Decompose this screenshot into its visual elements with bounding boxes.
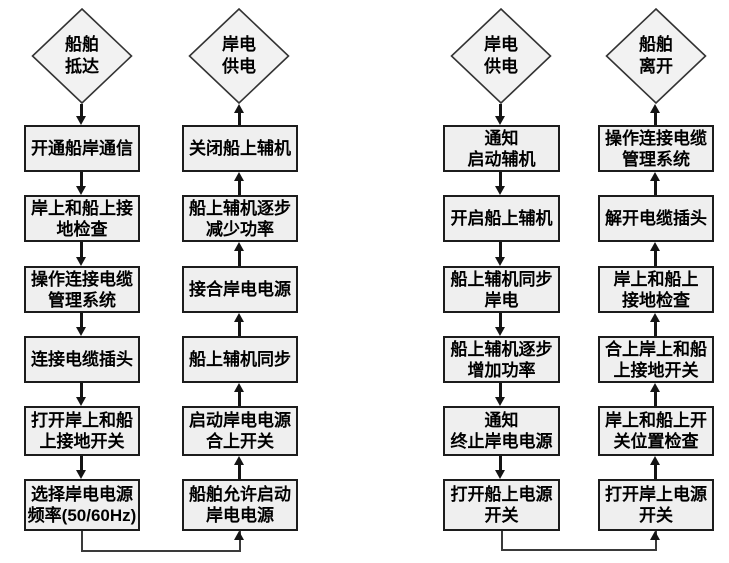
arrow-up (234, 242, 245, 266)
flow-step-box: 解开电缆插头 (598, 195, 714, 242)
flow-step-label: 岸上和船上 接地检查 (613, 269, 699, 310)
arrow-up (234, 456, 245, 479)
flow-step-box: 船上辅机逐步 增加功率 (443, 336, 560, 383)
flow-step-box: 岸上和船上 接地检查 (598, 266, 714, 313)
flow2-end-terminator: 船舶 离开 (605, 8, 707, 104)
arrow-down (76, 242, 87, 266)
arrow-down (76, 313, 87, 336)
elbow-connector (81, 531, 241, 552)
flow1-end-label: 岸电 供电 (222, 35, 256, 76)
flow1-start-terminator: 船舶 抵达 (31, 8, 133, 104)
arrow-up (650, 383, 661, 406)
flow-step-box: 操作连接电缆 管理系统 (24, 266, 140, 313)
flow-step-label: 打开岸上和船 上接地开关 (31, 411, 133, 451)
elbow-connector-arrowhead (650, 531, 660, 540)
flow-step-box: 开通船岸通信 (24, 125, 140, 172)
arrow-up (234, 383, 245, 406)
flow-step-label: 通知 终止岸电电源 (450, 411, 553, 451)
diamond-shape (605, 8, 707, 104)
flow-step-label: 选择岸电电源 频率(50/60Hz) (27, 485, 137, 525)
diamond-shape (31, 8, 133, 104)
flow-step-box: 通知 终止岸电电源 (443, 406, 560, 456)
flow-step-box: 船舶允许启动 岸电电源 (182, 479, 298, 531)
flow1-end-terminator: 岸电 供电 (188, 8, 290, 104)
arrow-down (495, 456, 506, 479)
flow-step-box: 船上辅机同步 岸电 (443, 266, 560, 313)
flow-step-label: 开启船上辅机 (450, 209, 553, 228)
flow-step-box: 打开岸上和船 上接地开关 (24, 406, 140, 456)
arrow-up (234, 104, 245, 125)
elbow-connector (501, 531, 657, 551)
arrow-down (495, 313, 506, 336)
flow-step-box: 操作连接电缆 管理系统 (598, 125, 714, 172)
elbow-connector-arrowhead (234, 531, 244, 540)
flow-step-box: 开启船上辅机 (443, 195, 560, 242)
diamond-shape (450, 8, 552, 104)
arrow-up (234, 172, 245, 195)
flow-step-box: 接合岸电电源 (182, 266, 298, 313)
flow-step-box: 连接电缆插头 (24, 336, 140, 383)
flow-step-label: 打开船上电源 开关 (450, 485, 553, 525)
arrow-up (650, 172, 661, 195)
flow-step-box: 关闭船上辅机 (182, 125, 298, 172)
arrow-down (495, 172, 506, 195)
flow-step-box: 启动岸电电源 合上开关 (182, 406, 298, 456)
arrow-down (76, 172, 87, 195)
arrow-down (76, 104, 87, 125)
arrow-up (650, 456, 661, 479)
flow1-start-label: 船舶 抵达 (65, 35, 99, 76)
arrow-down (495, 242, 506, 266)
flow-step-label: 船上辅机逐步 增加功率 (450, 339, 553, 380)
flow-step-box: 岸上和船上开 关位置检查 (598, 406, 714, 456)
flow-step-label: 启动岸电电源 合上开关 (189, 411, 291, 451)
flow-step-box: 合上岸上和船 上接地开关 (598, 336, 714, 383)
flow-step-label: 船上辅机同步 (189, 350, 291, 369)
flow-step-label: 打开岸上电源 开关 (605, 485, 707, 525)
arrow-up (234, 313, 245, 336)
flow-step-box: 船上辅机逐步 减少功率 (182, 195, 298, 242)
flow-step-label: 解开电缆插头 (605, 209, 707, 228)
flow2-start-label: 岸电 供电 (484, 35, 518, 76)
flow-step-label: 合上岸上和船 上接地开关 (605, 339, 707, 380)
flow-step-label: 操作连接电缆 管理系统 (31, 269, 133, 310)
diamond-shape (188, 8, 290, 104)
flow-step-label: 船舶允许启动 岸电电源 (189, 485, 291, 525)
flow-step-label: 岸上和船上接 地检查 (31, 198, 133, 239)
arrow-down (495, 383, 506, 406)
flow2-start-terminator: 岸电 供电 (450, 8, 552, 104)
flow-step-box: 船上辅机同步 (182, 336, 298, 383)
flow-step-box: 打开船上电源 开关 (443, 479, 560, 531)
arrow-down (76, 383, 87, 406)
flow-step-box: 岸上和船上接 地检查 (24, 195, 140, 242)
flow-step-label: 接合岸电电源 (189, 280, 291, 299)
flow-step-label: 通知 启动辅机 (467, 128, 536, 169)
flow-step-label: 船上辅机同步 岸电 (450, 269, 553, 310)
flow-step-label: 开通船岸通信 (31, 139, 133, 158)
arrow-up (650, 313, 661, 336)
arrow-down (495, 104, 506, 125)
flow2-end-label: 船舶 离开 (639, 35, 673, 76)
arrow-up (650, 104, 661, 125)
flow-step-label: 船上辅机逐步 减少功率 (189, 198, 291, 239)
flow-step-label: 操作连接电缆 管理系统 (605, 128, 707, 169)
arrow-down (76, 456, 87, 479)
flow-step-label: 连接电缆插头 (31, 350, 133, 369)
arrow-up (650, 242, 661, 266)
flow-step-label: 岸上和船上开 关位置检查 (605, 411, 707, 451)
flow-step-label: 关闭船上辅机 (189, 139, 291, 158)
flow-step-box: 通知 启动辅机 (443, 125, 560, 172)
flow-step-box: 打开岸上电源 开关 (598, 479, 714, 531)
flow-step-box: 选择岸电电源 频率(50/60Hz) (24, 479, 140, 531)
